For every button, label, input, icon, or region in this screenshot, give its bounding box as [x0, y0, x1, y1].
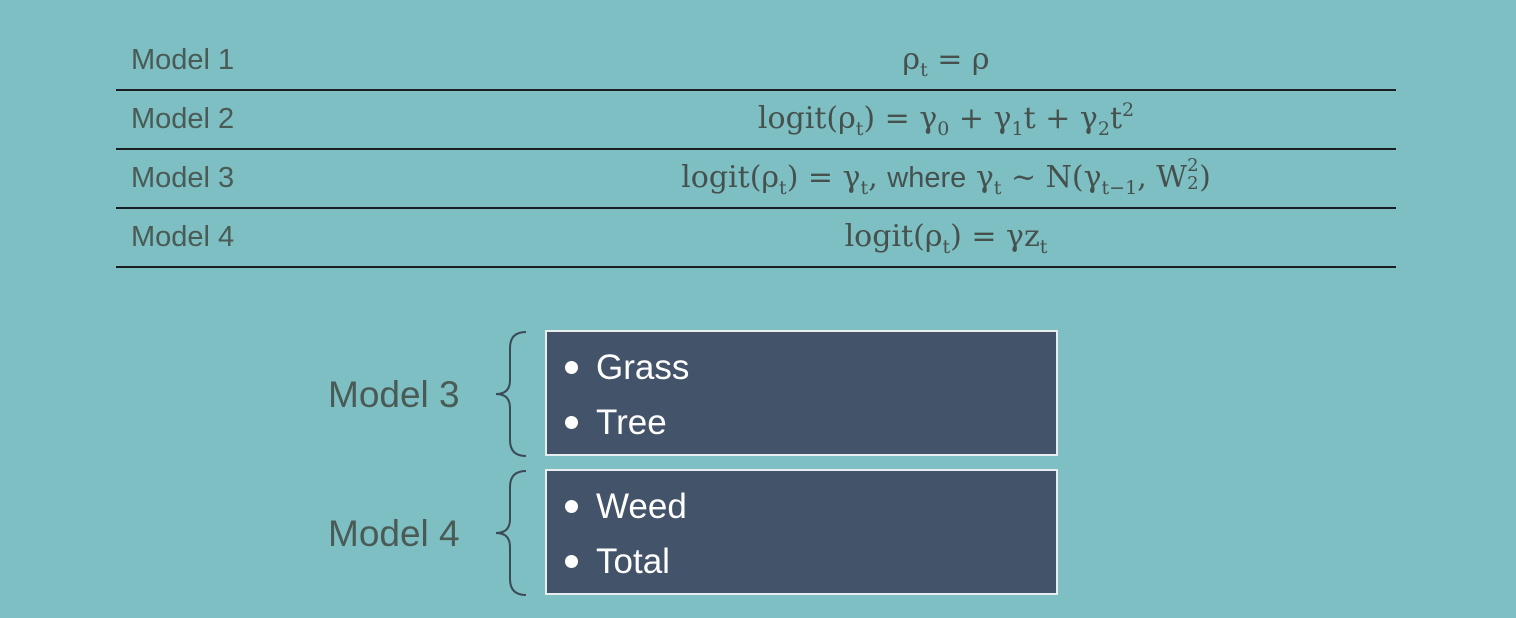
time-variable: t	[1109, 101, 1122, 136]
gamma-symbol: γ	[919, 101, 938, 136]
model-name: Model 2	[131, 103, 235, 135]
gamma-symbol: γ	[975, 160, 994, 195]
curly-brace-icon	[495, 470, 527, 596]
gamma-symbol: γ	[1083, 160, 1102, 195]
subscript: t	[855, 118, 864, 140]
bullet-icon	[565, 555, 578, 568]
rho-symbol: ρ	[761, 160, 780, 195]
group-model-4: Model 4 Weed Total	[0, 469, 1516, 599]
bullet-icon	[565, 361, 578, 374]
model-row-3: Model 3 logit(ρt) = γt, where γt ~ N(γt−…	[116, 150, 1396, 209]
list-item: Total	[563, 540, 1056, 595]
bullet-icon	[565, 500, 578, 513]
group-label: Model 4	[328, 513, 460, 554]
model-row-2: Model 2 logit(ρt) = γ0 + γ1t + γ2t2	[116, 91, 1396, 150]
item-label: Weed	[596, 487, 687, 526]
rho-symbol: ρ	[924, 219, 943, 254]
subscript: t	[942, 236, 951, 258]
rho-symbol: ρ	[838, 101, 856, 136]
subscript: 1	[1011, 118, 1024, 140]
subscript: 2	[1187, 173, 1199, 194]
subscript: t	[993, 177, 1002, 199]
where-word: where	[887, 162, 967, 194]
group-label: Model 3	[328, 374, 460, 415]
bullet-icon	[565, 416, 578, 429]
list-item: Weed	[563, 485, 1056, 540]
model-1-equation: ρt = ρ	[636, 42, 1256, 80]
gamma-symbol: γ	[842, 160, 861, 195]
normal-distribution: ~ N	[1010, 160, 1072, 195]
model-name: Model 3	[131, 162, 235, 194]
item-label: Grass	[596, 348, 690, 387]
group-model-3: Model 3 Grass Tree	[0, 330, 1516, 460]
list-item: Tree	[563, 401, 1056, 456]
gamma-symbol: γ	[993, 101, 1012, 136]
logit-function: logit	[844, 219, 914, 254]
group-list: Weed Total	[547, 471, 1056, 595]
gamma-z: γz	[1006, 219, 1040, 254]
model-table: Model 1 ρt = ρ Model 2 logit(ρt) = γ0 + …	[116, 32, 1396, 268]
model-2-equation: logit(ρt) = γ0 + γ1t + γ2t2	[757, 99, 1135, 140]
subscript: 2	[1097, 118, 1110, 140]
rho-symbol: ρ	[902, 42, 921, 77]
subscript: t	[920, 59, 928, 81]
variance-symbol: W	[1156, 160, 1188, 195]
subscript: t	[860, 177, 869, 199]
model-row-1: Model 1 ρt = ρ	[116, 32, 1396, 91]
superscript: 2	[1122, 99, 1135, 121]
subscript: t	[779, 177, 787, 199]
model-row-4: Model 4 logit(ρt) = γzt	[116, 209, 1396, 268]
gamma-symbol: γ	[1079, 101, 1098, 136]
group-list: Grass Tree	[547, 332, 1056, 456]
item-label: Total	[596, 542, 670, 581]
list-item: Grass	[563, 346, 1056, 401]
subscript: t	[1039, 236, 1048, 258]
subscript: 0	[937, 118, 950, 140]
logit-function: logit	[681, 160, 750, 195]
equation-rhs: = ρ	[937, 42, 990, 77]
subscript: t−1	[1101, 177, 1138, 199]
model-name: Model 1	[131, 44, 235, 76]
model-4-equation: logit(ρt) = γzt	[844, 219, 1048, 258]
logit-function: logit	[757, 101, 827, 136]
group-box: Weed Total	[545, 469, 1058, 595]
superscript: 2	[1187, 155, 1199, 176]
time-variable: t	[1023, 101, 1036, 136]
model-name: Model 4	[131, 221, 235, 253]
item-label: Tree	[596, 403, 667, 442]
curly-brace-icon	[495, 331, 527, 457]
group-box: Grass Tree	[545, 330, 1058, 456]
